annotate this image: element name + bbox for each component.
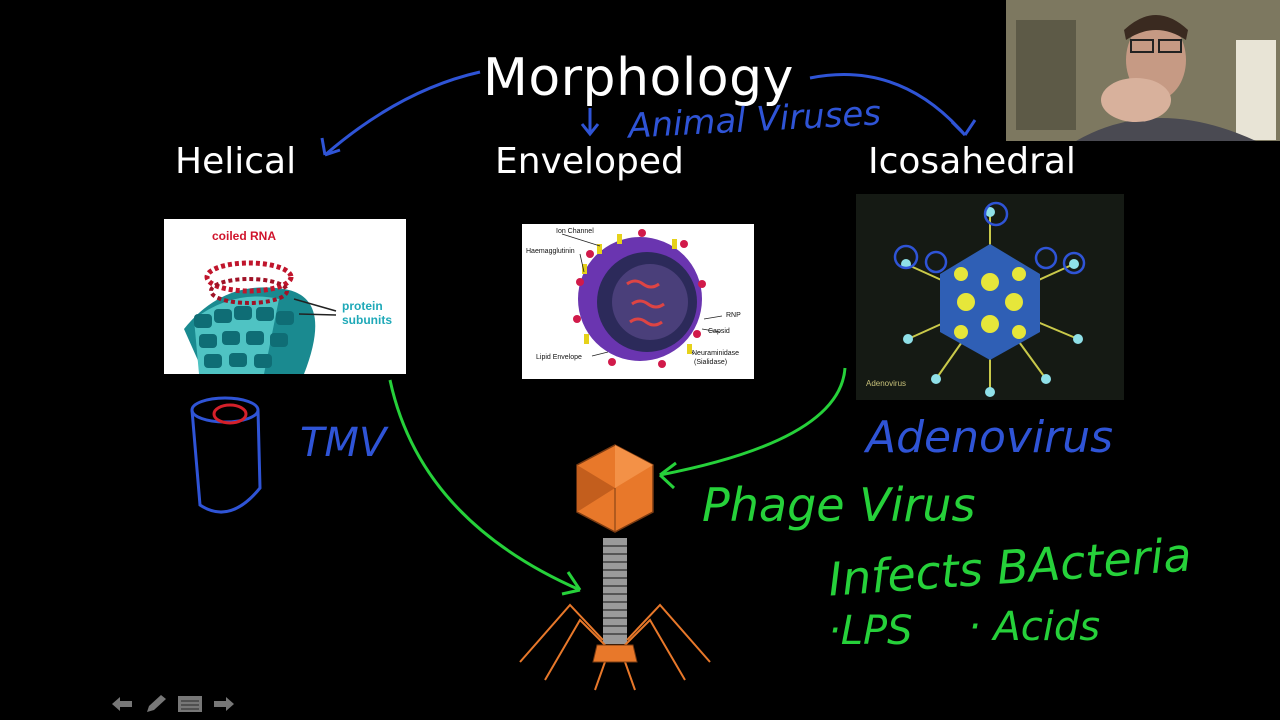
handwriting-adenovirus: Adenovirus [866,412,1114,463]
icosahedral-virus-image: Adenovirus [856,194,1124,400]
webcam-video [1006,0,1280,141]
slide-title: Morphology [483,48,794,108]
label-lipid-envelope: Lipid Envelope [536,354,582,361]
pen-icon[interactable] [142,692,170,716]
label-sialidase: (Sialidase) [694,359,728,366]
helical-virus-image: coiled RNA protein subunits [164,219,406,374]
handwriting-tmv: TMV [300,420,387,466]
arrow-down-enveloped [580,108,600,137]
label-protein: protein [342,299,383,313]
back-arrow-icon[interactable] [108,692,136,716]
heading-icosahedral: Icosahedral [868,141,1076,182]
label-haemagglutinin: Haemagglutinin [526,248,575,255]
handwriting-acids: · Acids [968,604,1101,650]
enveloped-virus-image: Ion Channel Haemagglutinin RNP Capsid Li… [522,224,754,379]
slides-icon[interactable] [176,692,204,716]
label-subunits: subunits [342,313,392,327]
label-ion-channel: Ion Channel [556,228,594,235]
handwriting-phage-virus: Phage Virus [702,478,976,532]
phage-virus-image [515,440,715,695]
handwriting-lps: ·LPS [828,608,913,654]
heading-helical: Helical [175,141,297,182]
heading-enveloped: Enveloped [495,141,684,182]
label-adenovirus-caption: Adenovirus [866,379,907,388]
label-capsid: Capsid [708,328,730,335]
arrow-to-helical [324,70,481,157]
label-rnp: RNP [726,312,741,319]
tmv-cylinder-drawing [190,396,262,514]
label-coiled-rna: coiled RNA [212,229,277,243]
slide-toolbar [108,692,238,716]
forward-arrow-icon[interactable] [210,692,238,716]
label-neuraminidase: Neuraminidase [692,350,740,357]
handwriting-infects-bacteria: Infects BActeria [826,527,1194,607]
